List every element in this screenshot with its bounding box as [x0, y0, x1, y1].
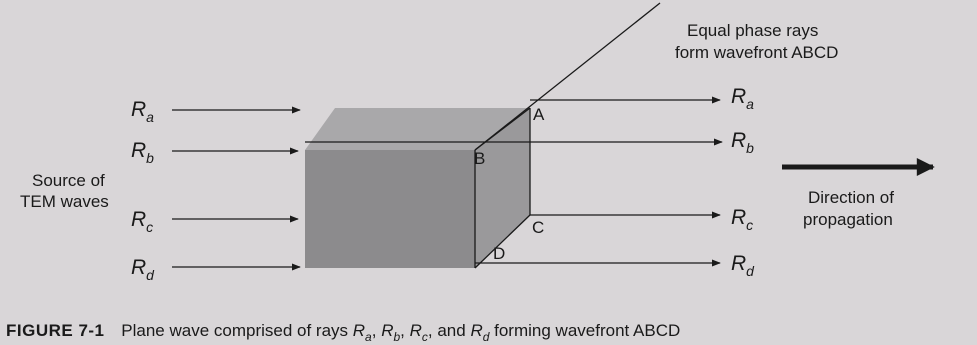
corner-label-a: A	[533, 105, 545, 124]
ray-label-c-right: Rc	[731, 206, 753, 233]
ray-label-a-left: Ra	[131, 98, 154, 125]
ray-label-d-left: Rd	[131, 256, 155, 283]
cube	[305, 108, 530, 268]
ray-label-d-right: Rd	[731, 252, 755, 279]
figure-number: FIGURE 7-1	[6, 321, 105, 340]
top-note-line1: Equal phase rays	[687, 21, 818, 40]
source-label-line1: Source of	[32, 171, 105, 190]
figure-caption: FIGURE 7-1 Plane wave comprised of rays …	[6, 321, 680, 344]
ray-label-c-left: Rc	[131, 208, 153, 235]
wavefront-edge-cd	[474, 214, 531, 269]
source-label-line2: TEM waves	[20, 192, 109, 211]
rays	[172, 96, 723, 271]
direction-label-line2: propagation	[803, 210, 893, 229]
corner-label-d: D	[493, 244, 505, 263]
wavefront-edge-ab	[474, 107, 531, 151]
wavefront-diagonal-top	[474, 2, 661, 151]
wavefront-lines	[474, 2, 661, 269]
ray-label-b-right: Rb	[731, 129, 754, 156]
ray-label-b-left: Rb	[131, 139, 154, 166]
ray-label-a-right: Ra	[731, 85, 754, 112]
cube-front-face	[305, 150, 475, 268]
direction-label-line1: Direction of	[808, 188, 894, 207]
corner-label-c: C	[532, 218, 544, 237]
top-note-line2: form wavefront ABCD	[675, 43, 838, 62]
cube-top-face	[305, 108, 530, 150]
corner-label-b: B	[474, 149, 485, 168]
